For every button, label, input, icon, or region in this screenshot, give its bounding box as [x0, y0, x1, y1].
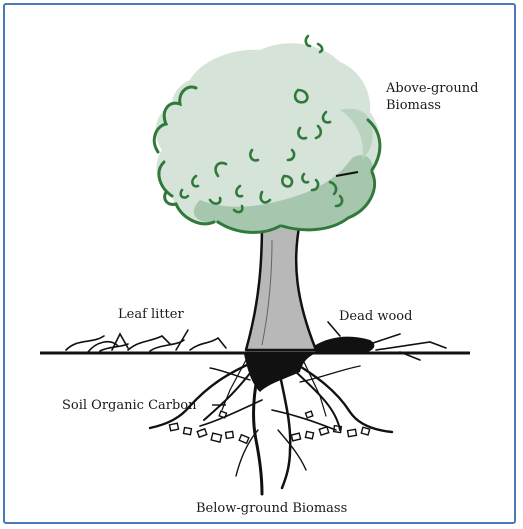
label-leaf-litter: Leaf litter	[118, 306, 184, 323]
tree-trunk	[246, 222, 316, 350]
label-soil-organic-carbon: Soil Organic Carbon	[62, 397, 197, 414]
label-below-ground-biomass: Below-ground Biomass	[196, 500, 347, 517]
label-above-ground-line1: Above-ground	[386, 80, 478, 97]
dead-wood-log	[314, 337, 374, 354]
label-dead-wood: Dead wood	[339, 308, 412, 325]
label-above-ground-biomass: Above-ground Biomass	[386, 80, 478, 114]
label-above-ground-line2: Biomass	[386, 97, 478, 114]
